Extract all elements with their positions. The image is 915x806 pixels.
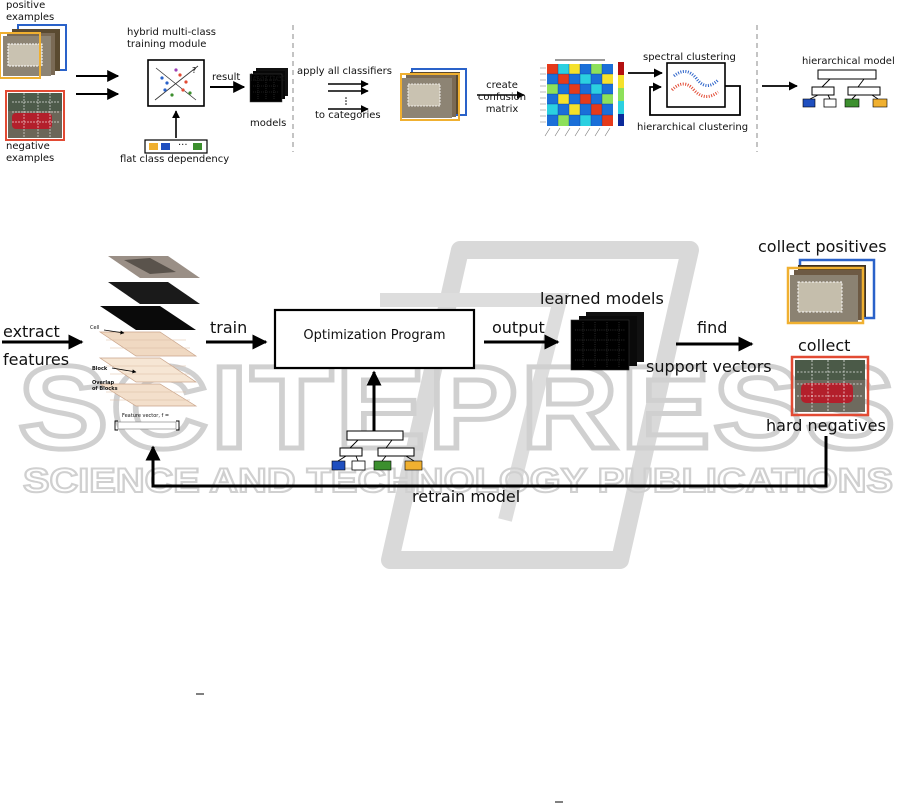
find-label: find <box>697 318 728 337</box>
collect-positives-stack <box>786 258 876 325</box>
hard-negatives-image <box>790 355 870 417</box>
training-module-label: hybrid multi-class training module <box>127 27 217 50</box>
positive-examples-stack <box>0 24 67 79</box>
create-confusion-matrix-label: create confusion matrix <box>477 80 527 115</box>
hierarchical-clustering-label: hierarchical clustering <box>637 122 749 133</box>
spectral-clustering-box <box>666 62 726 108</box>
confusion-matrix-heatmap <box>540 59 613 137</box>
flat-class-dependency-bar <box>144 139 208 154</box>
hierarchical-model-top <box>802 69 888 108</box>
spectral-clustering-label: spectral clustering <box>643 52 736 63</box>
flat-dependency-ellipsis: ··· <box>178 140 188 151</box>
hierarchical-model-label: hierarchical model <box>802 56 895 67</box>
extract-features-label: extract features <box>3 322 70 369</box>
test-images-stack <box>400 68 467 121</box>
result-label: result <box>212 72 241 83</box>
hog-feature-vector-label: Feature vector, f = <box>122 413 170 419</box>
to-categories-label: to categories <box>315 110 381 121</box>
positive-examples-label: positive examples <box>6 0 55 23</box>
scatter-question-mark: ? <box>192 66 196 75</box>
hog-feature-layers <box>98 256 200 431</box>
support-vectors-label: support vectors <box>646 357 772 376</box>
negative-examples-label: negative examples <box>6 141 55 164</box>
hog-block-label: Block <box>92 366 108 372</box>
training-module-box <box>147 59 205 107</box>
flat-class-dependency-label: flat class dependency <box>120 154 230 165</box>
collect-label: collect <box>798 336 851 355</box>
learned-models-large <box>570 312 644 371</box>
learned-models-label: learned models <box>250 73 288 129</box>
optimization-program-box <box>273 308 476 370</box>
negative-examples-image <box>5 90 65 141</box>
hog-cell-label: Cell <box>90 325 100 331</box>
retrain-loop-arrow <box>145 436 828 488</box>
train-label: train <box>210 318 248 337</box>
apply-classifiers-label: apply all classifiers <box>297 66 392 77</box>
learned-models-bottom-label: learned models <box>540 289 664 308</box>
hog-overlap-label: Overlap of Blocks <box>92 380 118 392</box>
output-label: output <box>492 318 545 337</box>
learned-models-small <box>249 68 288 103</box>
optimization-program-label: Optimization Program <box>303 328 446 343</box>
confusion-matrix-colorbar <box>618 62 624 126</box>
hard-negatives-label: hard negatives <box>766 416 886 435</box>
retrain-model-label: retrain model <box>412 487 521 506</box>
collect-positives-label: collect positives <box>758 237 887 256</box>
hierarchical-model-bottom <box>331 430 423 471</box>
